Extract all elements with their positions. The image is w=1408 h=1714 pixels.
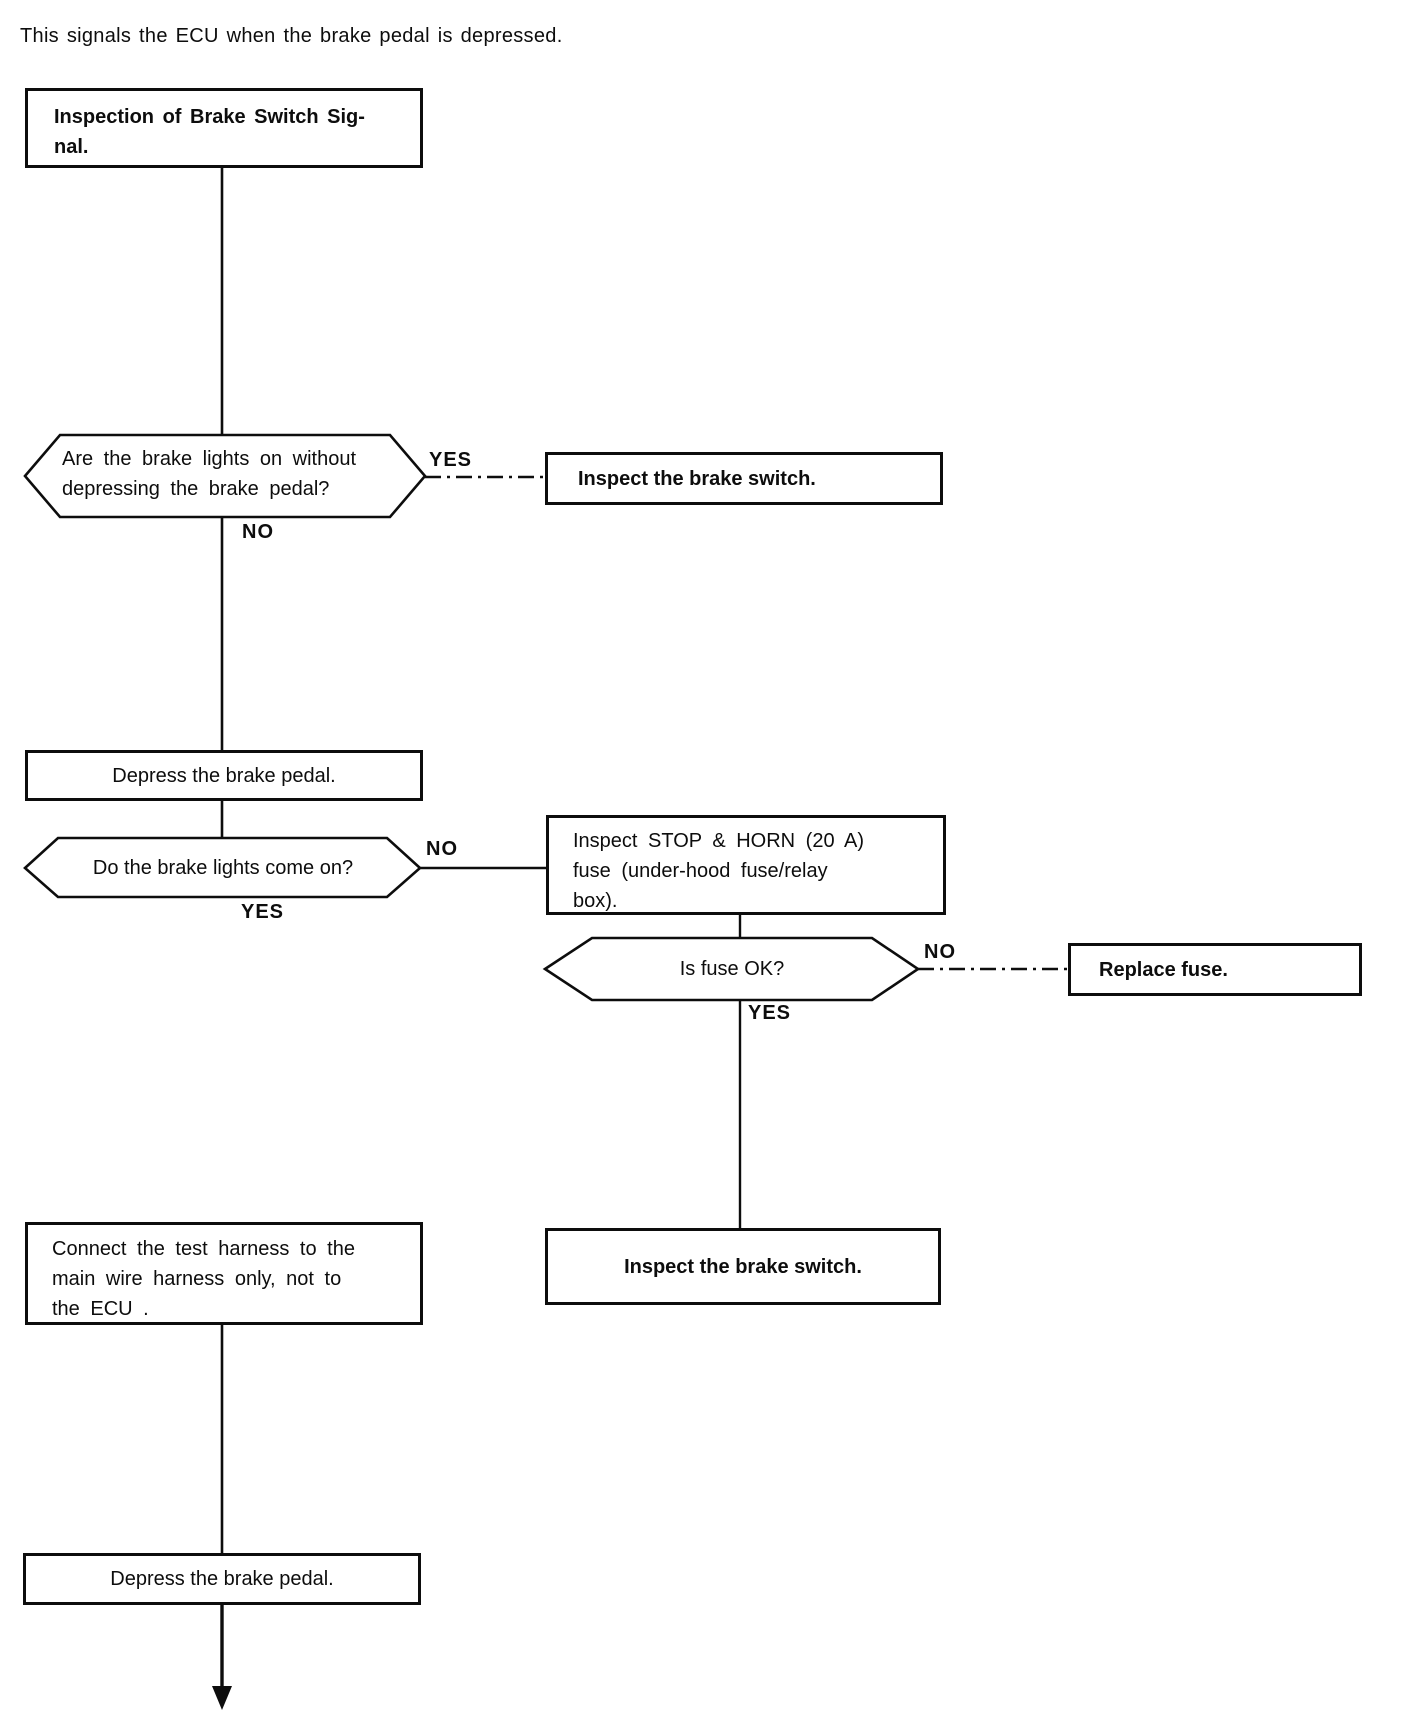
replace-fuse-box: Replace fuse. <box>1068 943 1362 996</box>
decision3-no-label: NO <box>924 941 956 963</box>
connect-test-harness-box: Connect the test harness to the main wir… <box>25 1222 423 1325</box>
depress-pedal-box-2: Depress the brake pedal. <box>23 1553 421 1605</box>
title-box: Inspection of Brake Switch Sig- nal. <box>25 88 423 168</box>
inspect-brake-switch-box-1: Inspect the brake switch. <box>545 452 943 505</box>
decision3-yes-label: YES <box>748 1002 792 1024</box>
decision1-yes-label: YES <box>429 449 473 471</box>
inspect-fuse-box: Inspect STOP & HORN (20 A) fuse (under-h… <box>546 815 946 915</box>
decision1-text: Are the brake lights on without depressi… <box>62 448 357 500</box>
decision2-no-label: NO <box>426 838 458 860</box>
decision2-text: Do the brake lights come on? <box>92 856 354 879</box>
final-arrow-head <box>212 1686 232 1710</box>
decision2-yes-label: YES <box>241 901 285 923</box>
inspect-brake-switch-box-2: Inspect the brake switch. <box>545 1228 941 1305</box>
depress-pedal-box-1: Depress the brake pedal. <box>25 750 423 801</box>
decision3-text: Is fuse OK? <box>679 958 785 980</box>
intro-text: This signals the ECU when the brake peda… <box>20 25 563 47</box>
decision1-no-label: NO <box>242 521 274 543</box>
